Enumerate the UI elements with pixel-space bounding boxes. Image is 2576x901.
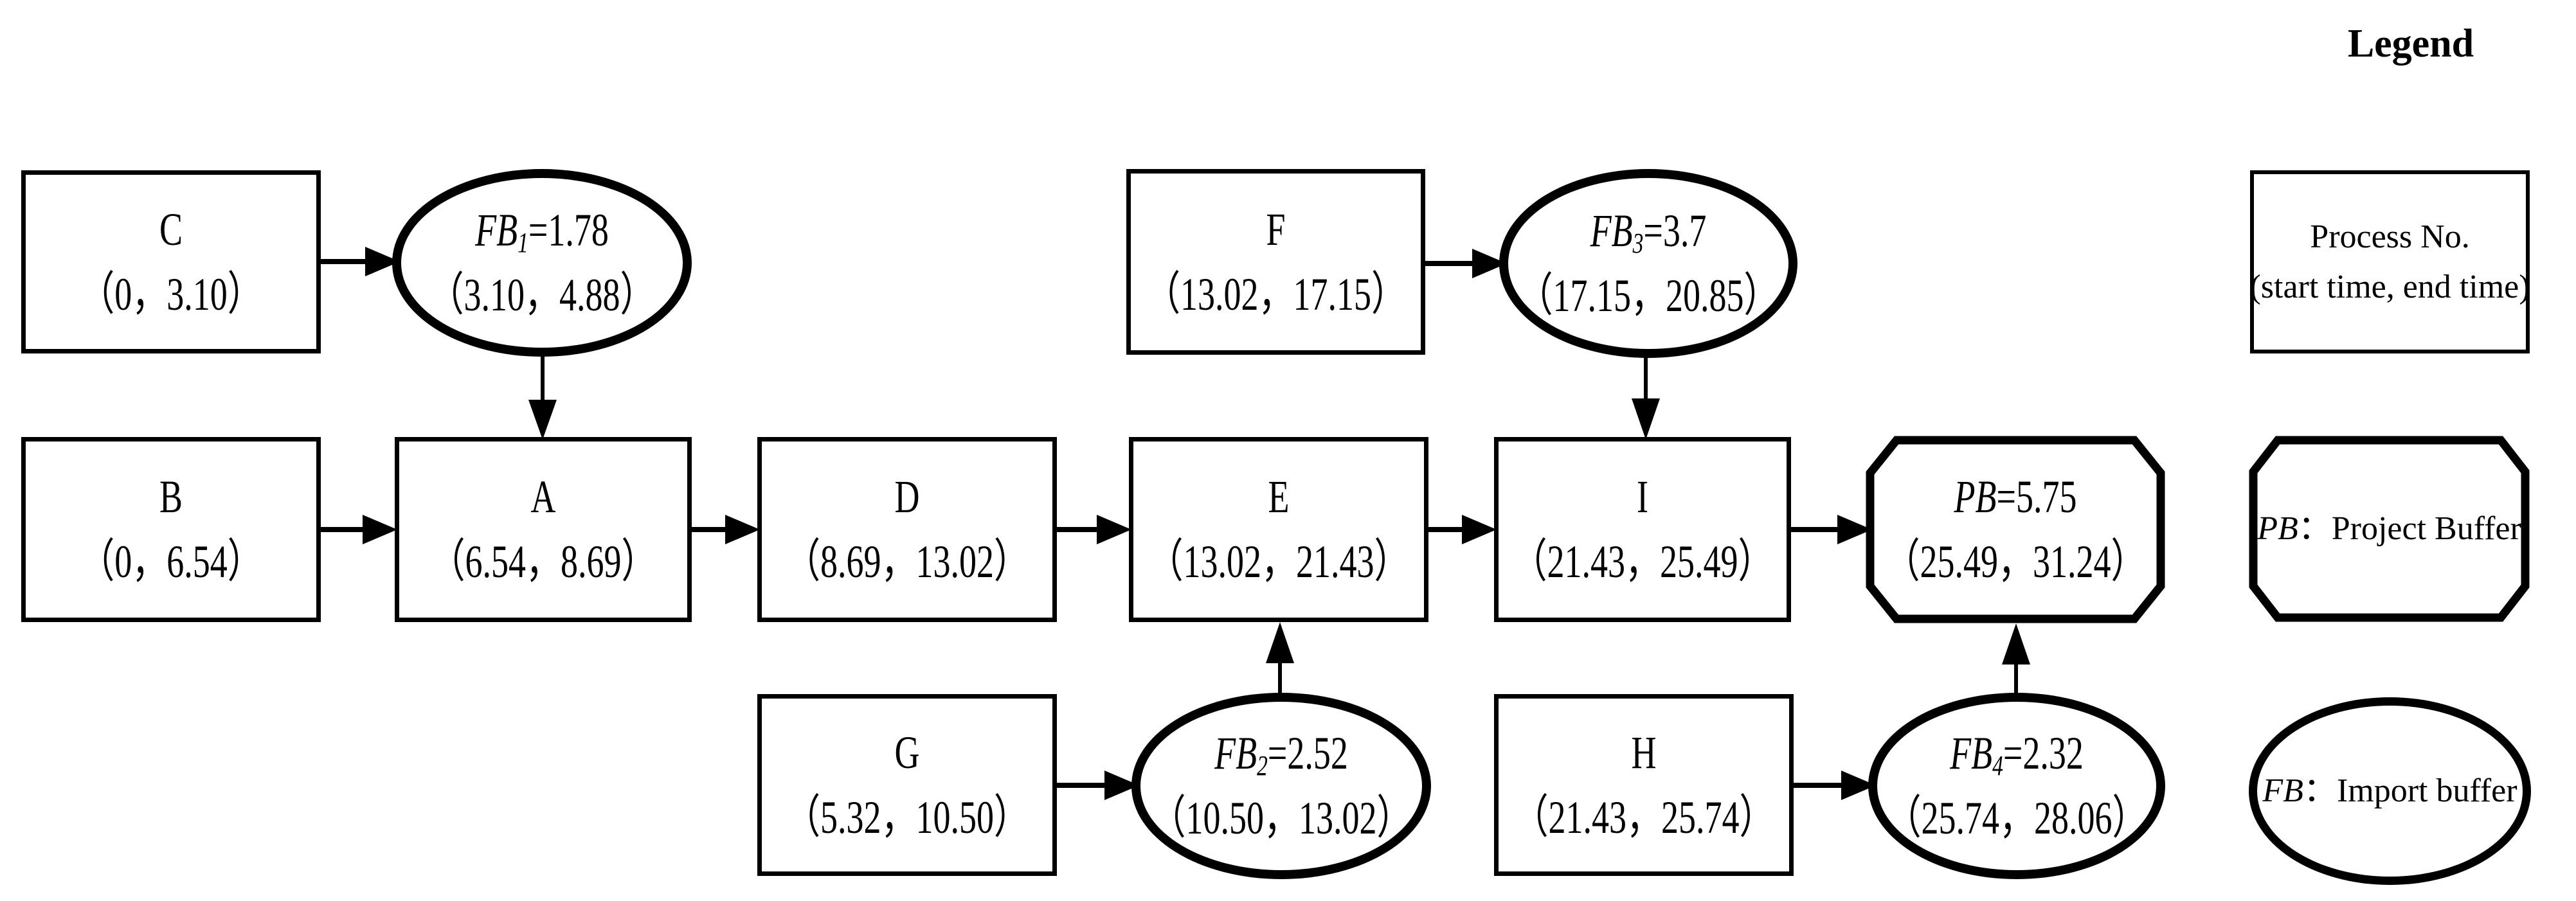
- arrow-d-to-e: [1057, 515, 1131, 544]
- node-name: D: [894, 471, 920, 523]
- arrow-fb4-to-pb: [2002, 623, 2030, 694]
- process-node-e: E （13.02，21.43）: [1129, 437, 1428, 622]
- arrow-g-to-fb2: [1057, 771, 1139, 800]
- legend-pb-line: PB：Project Buffer: [2257, 510, 2521, 547]
- node-times: （21.43，25.74）: [1513, 791, 1774, 843]
- arrow-c-to-fb1: [321, 247, 400, 276]
- process-node-i: I （21.43，25.49）: [1494, 437, 1791, 622]
- buffer-label: FB1=1.78: [475, 204, 609, 259]
- node-times: （0，6.54）: [80, 536, 262, 587]
- node-times: （3.10，4.88）: [429, 269, 655, 321]
- legend-process-line1: Process No.: [2310, 218, 2470, 255]
- node-times: （8.69，13.02）: [786, 536, 1029, 587]
- buffer-node-fb2: FB2=2.52 （10.50，13.02）: [1131, 693, 1431, 879]
- legend-fb-line: FB：Import buffer: [2262, 772, 2517, 809]
- node-name: G: [894, 726, 920, 778]
- buffer-label: PB=5.75: [1954, 471, 2077, 523]
- node-name: F: [1266, 203, 1286, 255]
- node-times: （21.43，25.49）: [1512, 536, 1773, 587]
- process-node-b: B （0，6.54）: [21, 437, 321, 622]
- buffer-node-fb3: FB3=3.7 （17.15，20.85）: [1499, 169, 1797, 358]
- node-times: （0，3.10）: [80, 268, 262, 320]
- arrow-fb1-to-a: [528, 354, 557, 440]
- node-times: （25.49，31.24）: [1885, 536, 2146, 587]
- project-buffer-node-pb: PB=5.75 （25.49，31.24）: [1866, 436, 2165, 623]
- legend-import-buffer-shape: FB：Import buffer: [2249, 697, 2531, 885]
- arrow-h-to-fb4: [1794, 771, 1876, 800]
- legend-title: Legend: [2347, 22, 2474, 66]
- legend-process-line2: (start time, end time): [2249, 268, 2530, 305]
- process-node-d: D （8.69，13.02）: [757, 437, 1057, 622]
- arrow-e-to-i: [1428, 515, 1497, 544]
- buffer-label: FB3=3.7: [1590, 205, 1707, 260]
- process-node-g: G （5.32，10.50）: [757, 694, 1057, 876]
- legend-process-box: Process No. (start time, end time): [2249, 170, 2530, 353]
- node-times: （25.74，28.06）: [1886, 792, 2147, 844]
- arrow-fb2-to-e: [1266, 622, 1294, 694]
- buffer-node-fb4: FB4=2.32 （25.74，28.06）: [1868, 693, 2165, 879]
- node-times: （17.15，20.85）: [1518, 270, 1779, 321]
- process-node-a: A （6.54，8.69）: [395, 437, 692, 622]
- node-times: （13.02，17.15）: [1146, 268, 1407, 320]
- arrow-f-to-fb3: [1425, 249, 1507, 278]
- process-node-c: C （0，3.10）: [21, 170, 321, 353]
- node-name: H: [1631, 726, 1657, 778]
- octagon-shape: [2249, 436, 2530, 622]
- node-name: I: [1637, 471, 1648, 523]
- arrow-b-to-a: [321, 515, 397, 544]
- legend-project-buffer-shape: PB：Project Buffer: [2249, 436, 2530, 622]
- arrow-a-to-d: [692, 515, 760, 544]
- node-times: （13.02，21.43）: [1148, 536, 1409, 587]
- process-node-h: H （21.43，25.74）: [1494, 694, 1794, 876]
- node-times: （5.32，10.50）: [786, 791, 1029, 843]
- node-times: （6.54，8.69）: [430, 536, 656, 587]
- buffer-label: FB4=2.32: [1950, 727, 2084, 782]
- node-name: A: [530, 471, 556, 523]
- buffer-node-fb1: FB1=1.78 （3.10，4.88）: [392, 169, 692, 357]
- node-name: C: [159, 203, 183, 255]
- node-name: E: [1268, 471, 1290, 523]
- buffer-label: FB2=2.52: [1214, 727, 1348, 782]
- octagon-shape: [1866, 436, 2165, 623]
- process-node-f: F （13.02，17.15）: [1126, 169, 1425, 355]
- arrow-i-to-pb: [1791, 515, 1872, 544]
- node-name: B: [159, 471, 183, 523]
- arrow-fb3-to-i: [1632, 355, 1660, 440]
- node-times: （10.50，13.02）: [1151, 792, 1412, 844]
